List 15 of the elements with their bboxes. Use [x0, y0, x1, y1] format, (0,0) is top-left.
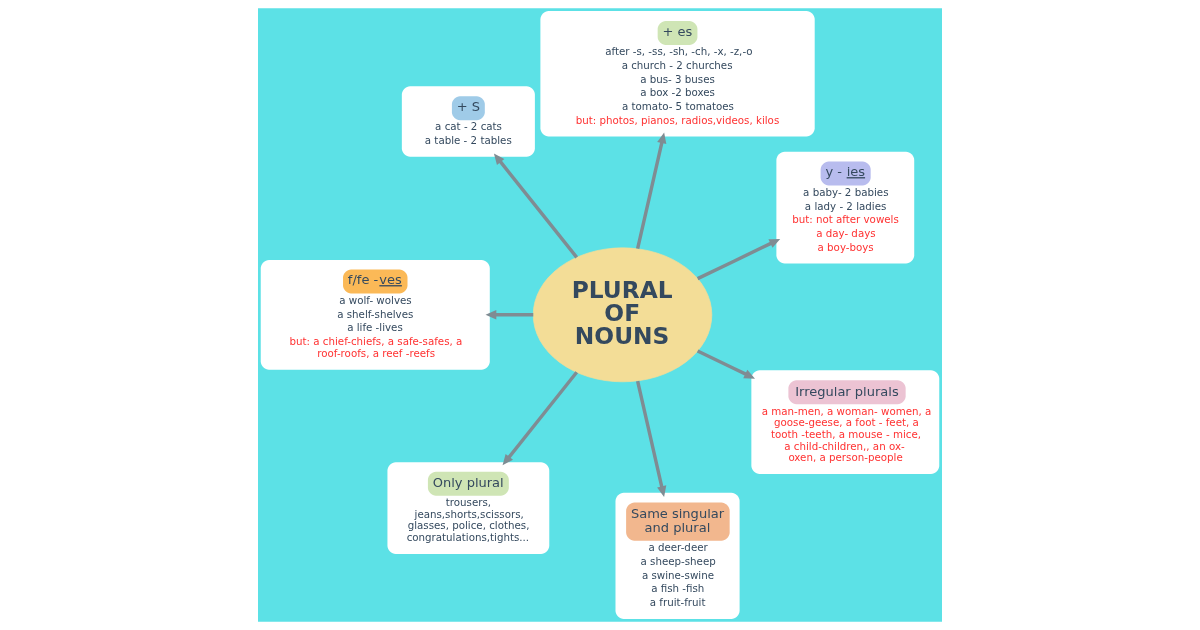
node-box: y - ies a baby- 2 babies a lady - 2 ladies but: not after vowels a day- days a boy-boys — [776, 151, 915, 264]
node-box: Only plural trousers, jeans,shorts,scissors, glasses, police, clothes, congratulations,tights... — [387, 462, 550, 555]
arrow — [485, 310, 534, 320]
node-box: Same singular and plural a deer-deer a sheep-sheep a swine-swine a fish -fish a fruit-fruit — [615, 492, 740, 619]
node-box: + es after -s, -ss, -sh, -ch, -x, -z,-o a church - 2 churches a bus- 3 buses a box -2 boxes a tomato- 5 tomatoes but: photos, pianos, radios,videos, kilos — [540, 11, 815, 137]
node-box: f/fe -ves a wolf- wolves a shelf-shelves a life -lives but: a chief-chiefs, a safe-safes, a roof-roofs, a reef -reefs — [260, 259, 490, 370]
arrow — [635, 132, 667, 250]
arrow — [696, 349, 755, 379]
arrow — [502, 371, 579, 466]
arrow — [635, 380, 667, 497]
node-box: Irregular plurals a man-men, a woman- women, a goose-geese, a foot - feet, a tooth -teeth, a mouse - mice, a child-children,, an ox- oxen, a person-people — [751, 370, 940, 474]
arrow — [493, 153, 579, 259]
node-ellipse: PLURAL OF NOUNS — [532, 247, 713, 383]
arrow — [696, 238, 781, 281]
node-box: + S a cat - 2 cats a table - 2 tables — [401, 86, 535, 157]
